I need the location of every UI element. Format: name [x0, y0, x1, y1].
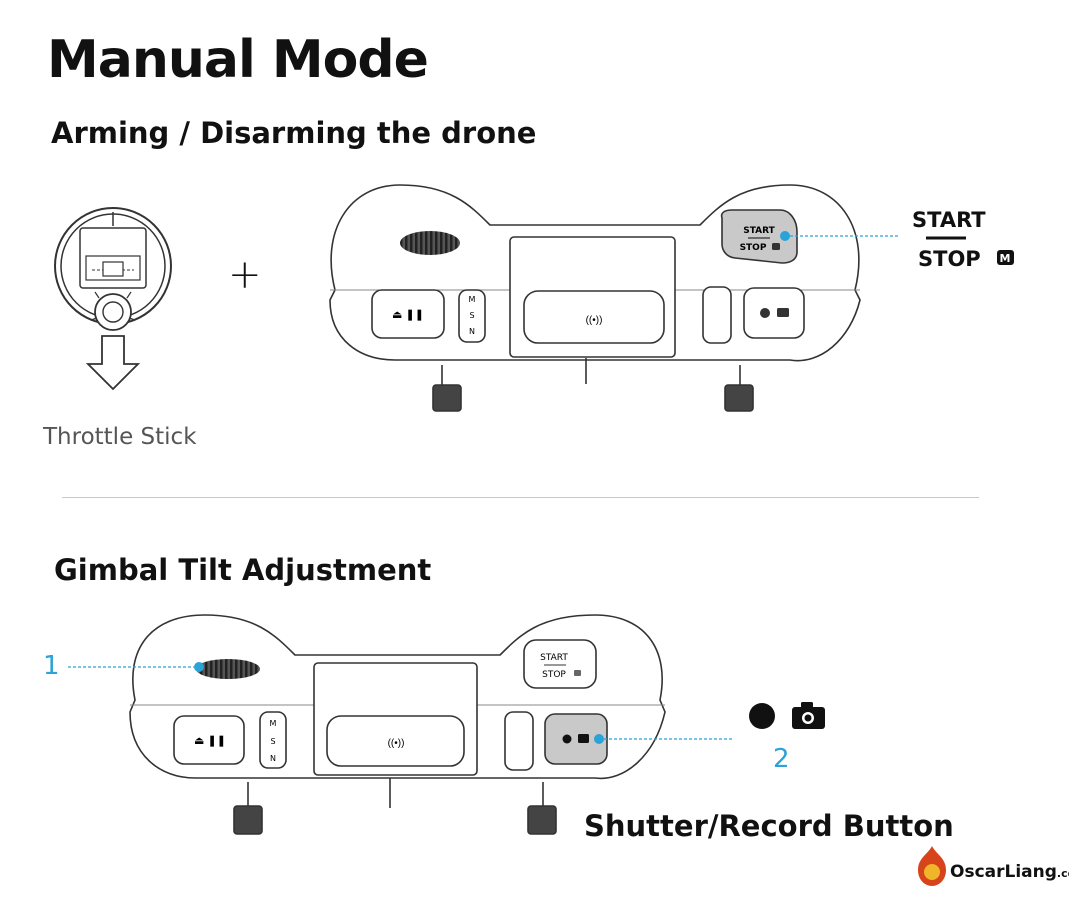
- mode-s-top: S: [469, 311, 474, 320]
- throttle-caption: Throttle Stick: [43, 424, 197, 450]
- oscarliang-logo-icon: [918, 846, 946, 886]
- callout-number-2: 2: [773, 744, 790, 774]
- mode-n-top: N: [469, 327, 475, 336]
- shutter-label: Shutter/Record Button: [584, 809, 954, 843]
- ctrl-stop-top: STOP: [740, 243, 767, 253]
- arming-heading: Arming / Disarming the drone: [51, 116, 537, 150]
- callout-dot-2: [594, 734, 604, 744]
- gimbal-wheel-bottom: [196, 659, 260, 679]
- down-arrow-icon: [85, 335, 141, 391]
- stop-label: STOP: [918, 247, 981, 271]
- start-label: START: [912, 208, 986, 232]
- ctrl-start-top: START: [743, 226, 775, 236]
- mode-s-bottom: S: [270, 737, 275, 746]
- signal-icon: ((•)): [586, 315, 603, 326]
- camera-icon-small: [777, 308, 789, 317]
- watermark: OscarLiang.com: [950, 862, 1069, 882]
- mode-badge-text: M: [1000, 252, 1011, 265]
- record-dot-icon: [749, 703, 775, 729]
- plus-sign: +: [228, 252, 262, 298]
- pause-icon-bottom: ⏏ ❚❚: [194, 735, 226, 747]
- ctrl-start-bottom: START: [540, 653, 568, 663]
- mode-m-bottom: M: [270, 719, 277, 728]
- mode-m-badge-icon: [997, 250, 1014, 265]
- watermark-name: OscarLiang: [950, 862, 1057, 882]
- section-divider: [62, 497, 979, 498]
- controller-top: [329, 184, 861, 412]
- signal-icon-bottom: ((•)): [388, 738, 405, 749]
- callout-dot-1: [194, 662, 204, 672]
- pause-icon: ⏏ ❚❚: [392, 309, 424, 321]
- mode-m-icon: [772, 243, 780, 250]
- dot-icon-small: [760, 308, 770, 318]
- callout-number-1: 1: [43, 651, 60, 681]
- ctrl-stop-bottom: STOP: [542, 670, 566, 680]
- camera-icon: [792, 702, 825, 729]
- gimbal-heading: Gimbal Tilt Adjustment: [54, 553, 432, 587]
- mode-m-top: M: [469, 295, 476, 304]
- gimbal-wheel-top: [400, 231, 460, 255]
- page-title: Manual Mode: [47, 30, 429, 90]
- controller-bottom: [129, 614, 666, 835]
- mode-n-bottom: N: [270, 754, 276, 763]
- callout-dot: [780, 231, 790, 241]
- throttle-stick: [54, 207, 172, 331]
- watermark-suffix: .com: [1056, 867, 1069, 880]
